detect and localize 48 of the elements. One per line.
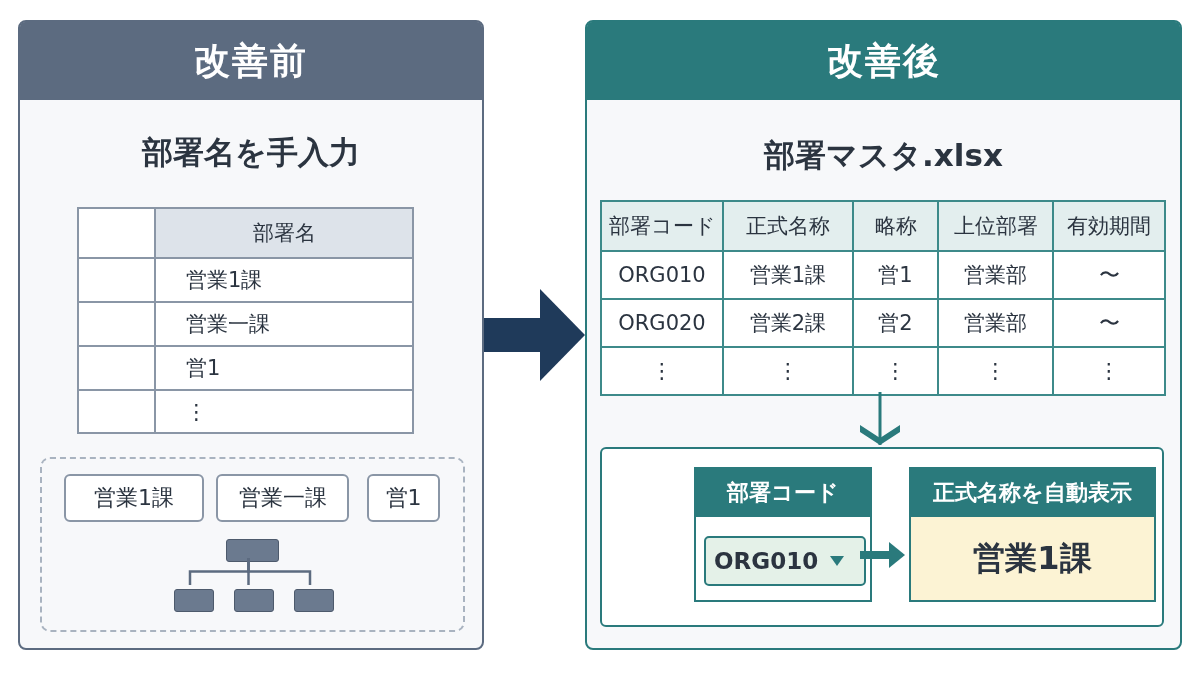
table-cell: 営2 xyxy=(854,300,939,348)
table-cell: ⋮ xyxy=(854,348,939,396)
header-cell: 正式名称 xyxy=(724,202,854,252)
field-card xyxy=(694,467,872,602)
table-cell: 〜 xyxy=(1054,252,1166,300)
table-cell: ⋮ xyxy=(724,348,854,396)
table-cell: 〜 xyxy=(1054,300,1166,348)
dashed-box xyxy=(40,457,465,632)
table-cell: 営1 xyxy=(854,252,939,300)
header-cell: 上位部署 xyxy=(939,202,1054,252)
org-chart-box xyxy=(226,539,279,562)
arrow xyxy=(860,542,905,568)
name-tag: 営業1課 xyxy=(64,474,204,522)
table-cell: 営業1課 xyxy=(724,252,854,300)
org-chart-box xyxy=(234,589,274,612)
table-cell: 営業2課 xyxy=(724,300,854,348)
table-cell: 営業一課 xyxy=(156,303,414,347)
name-tag: 営業一課 xyxy=(216,474,349,522)
table-cell: ORG010 xyxy=(602,252,724,300)
table-cell: 営業部 xyxy=(939,300,1054,348)
dropdown: ORG010 xyxy=(704,536,866,586)
header-cell: 部署名 xyxy=(156,209,414,259)
table-cell: ORG020 xyxy=(602,300,724,348)
table-cell: ⋮ xyxy=(939,348,1054,396)
card-header: 正式名称を自動表示 xyxy=(911,469,1154,517)
header-cell: 有効期間 xyxy=(1054,202,1166,252)
org-chart-box xyxy=(174,589,214,612)
org-chart-box xyxy=(294,589,334,612)
panel xyxy=(18,20,484,650)
result-text: 営業1課 xyxy=(911,517,1154,600)
result-card xyxy=(909,467,1156,602)
input-panel xyxy=(600,447,1164,627)
table-cell: 営業部 xyxy=(939,252,1054,300)
table-cell: ⋮ xyxy=(156,391,414,434)
panel-header: 改善後 xyxy=(587,22,1180,100)
arrow xyxy=(484,289,585,381)
panel-header: 改善前 xyxy=(20,22,482,100)
panel xyxy=(585,20,1182,650)
subtitle: 部署名を手入力 xyxy=(140,133,361,172)
name-tag: 営1 xyxy=(367,474,440,522)
header-cell: 略称 xyxy=(854,202,939,252)
table-cell: ⋮ xyxy=(602,348,724,396)
table-cell: 営1 xyxy=(156,347,414,391)
card-header: 部署コード xyxy=(696,469,870,517)
table-cell: ⋮ xyxy=(1054,348,1166,396)
header-cell: 部署コード xyxy=(602,202,724,252)
subtitle: 部署マスタ.xlsx xyxy=(762,136,1004,175)
table-cell: 営業1課 xyxy=(156,259,414,303)
